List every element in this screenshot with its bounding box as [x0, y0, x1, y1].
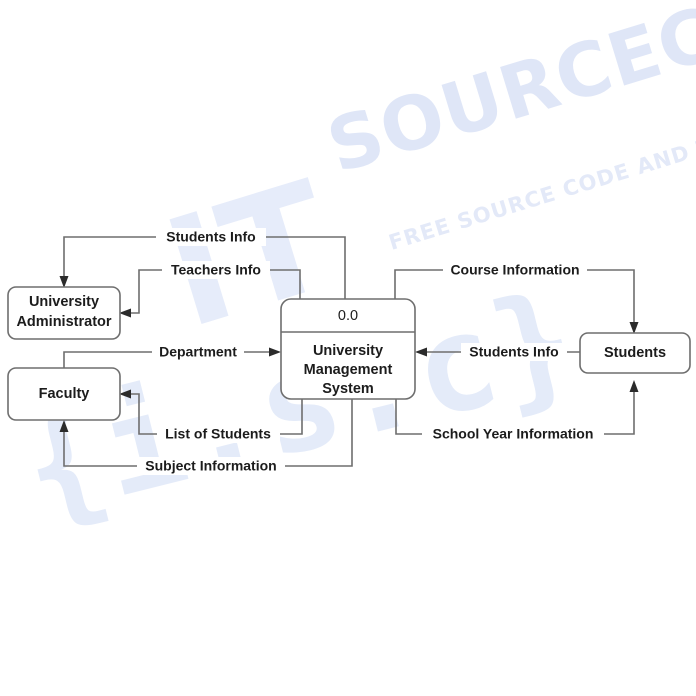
flow-teachers-info-to-admin: Teachers Info [119, 261, 301, 318]
entity-university-administrator[interactable]: University Administrator [7, 286, 121, 340]
arrow-head-teachers-info-to-admin [119, 308, 131, 318]
entity-box-students[interactable] [579, 332, 691, 374]
flow-department-to-system: Department [63, 343, 281, 368]
entity-box-faculty[interactable] [7, 367, 121, 421]
entity-label-university-administrator-line1: University [29, 294, 99, 310]
flow-label-bg-course-information-to-students [443, 261, 587, 279]
flow-line-list-of-students-to-faculty [129, 393, 303, 435]
flow-course-information-to-students: Course Information [394, 261, 639, 334]
flow-label-bg-school-year-information-to-students [422, 425, 604, 443]
flow-label-bg-list-of-students-to-faculty [157, 425, 280, 443]
flow-label-students-info-to-system: Students Info [469, 344, 558, 360]
flow-students-info-to-system: Students Info [415, 343, 580, 361]
entity-label-students: Students [604, 345, 666, 361]
entity-label-faculty: Faculty [39, 386, 90, 402]
flow-label-department-to-system: Department [159, 344, 237, 360]
flow-line-teachers-info-to-admin [129, 269, 301, 314]
flow-label-course-information-to-students: Course Information [450, 262, 579, 278]
flow-label-list-of-students-to-faculty: List of Students [165, 426, 271, 442]
entity-faculty[interactable]: Faculty [7, 367, 121, 421]
process-box[interactable] [280, 298, 416, 400]
process-university-management-system[interactable]: 0.0 University Management System [280, 298, 416, 400]
arrow-head-department-to-system [269, 347, 281, 357]
flow-label-school-year-information-to-students: School Year Information [433, 426, 594, 442]
flow-list-of-students-to-faculty: List of Students [119, 389, 303, 443]
flow-label-bg-teachers-info-to-admin [162, 261, 270, 279]
entity-box-university-administrator[interactable] [7, 286, 121, 340]
process-name-line1: University [313, 343, 383, 359]
process-name-line3: System [322, 381, 374, 397]
flow-label-teachers-info-to-admin: Teachers Info [171, 262, 261, 278]
arrow-head-subject-information-to-faculty [59, 420, 69, 432]
flow-school-year-information-to-students: School Year Information [395, 380, 639, 443]
arrow-head-students-info-to-system [415, 347, 427, 357]
arrow-head-students-info-to-admin [59, 276, 69, 288]
flow-label-bg-students-info-to-admin [156, 228, 266, 246]
entity-label-university-administrator-line2: Administrator [16, 314, 111, 330]
flow-label-bg-students-info-to-system [461, 343, 567, 361]
entity-students[interactable]: Students [579, 332, 691, 374]
arrow-head-school-year-information-to-students [629, 380, 639, 392]
flow-subject-information-to-faculty: Subject Information [59, 399, 353, 475]
process-id-label: 0.0 [338, 308, 358, 324]
arrow-head-list-of-students-to-faculty [119, 389, 131, 399]
arrow-head-course-information-to-students [629, 322, 639, 334]
flow-students-info-to-admin: Students Info [59, 228, 346, 299]
flow-label-bg-subject-information-to-faculty [137, 457, 285, 475]
flow-label-subject-information-to-faculty: Subject Information [145, 458, 276, 474]
process-name-line2: Management [304, 362, 393, 378]
flow-label-students-info-to-admin: Students Info [166, 229, 255, 245]
flow-label-bg-department-to-system [152, 343, 244, 361]
